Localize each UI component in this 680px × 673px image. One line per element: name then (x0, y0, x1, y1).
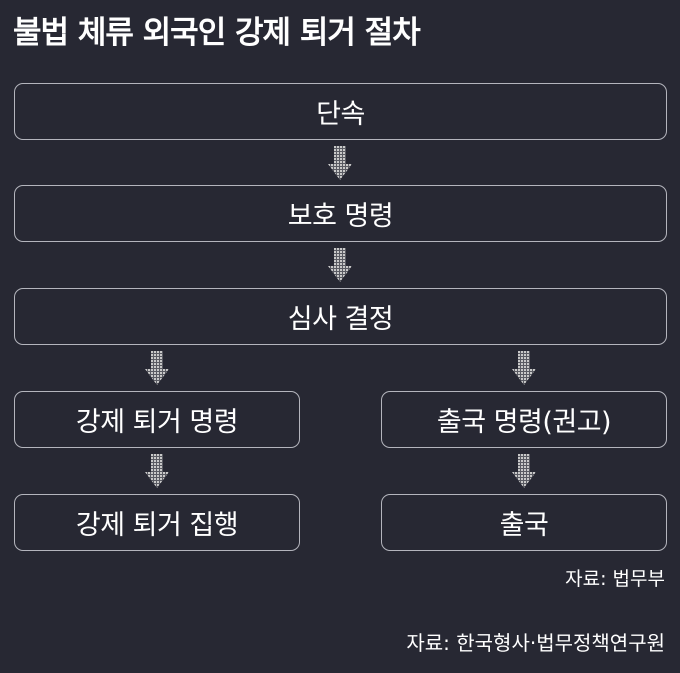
arrow-down-icon (328, 146, 352, 180)
step-departure-label: 출국 (499, 510, 549, 541)
step-crackdown: 단속 (14, 83, 667, 140)
step-deportation-execution: 강제 퇴거 집행 (14, 494, 300, 551)
step-deportation-order: 강제 퇴거 명령 (14, 391, 300, 448)
step-review-decision-label: 심사 결정 (287, 304, 394, 335)
step-protection-order-label: 보호 명령 (287, 201, 394, 232)
step-departure: 출국 (381, 494, 667, 551)
step-crackdown-label: 단속 (316, 99, 365, 130)
data-source: 자료: 법무부 (565, 568, 665, 590)
step-deportation-execution-label: 강제 퇴거 집행 (75, 510, 239, 541)
step-departure-order-label: 출국 명령(권고) (436, 407, 612, 438)
arrow-down-right-icon (512, 454, 536, 488)
arrow-down-icon (328, 248, 352, 282)
step-deportation-order-label: 강제 퇴거 명령 (75, 407, 239, 438)
step-review-decision: 심사 결정 (14, 288, 667, 345)
step-departure-order: 출국 명령(권고) (381, 391, 667, 448)
arrow-down-right-branch-icon (512, 351, 536, 385)
step-protection-order: 보호 명령 (14, 185, 667, 242)
arrow-down-left-branch-icon (145, 351, 169, 385)
diagram-title: 불법 체류 외국인 강제 퇴거 절차 (13, 15, 421, 51)
credit-source: 자료: 한국형사·법무정책연구원 (406, 631, 665, 655)
arrow-down-left-icon (145, 454, 169, 488)
